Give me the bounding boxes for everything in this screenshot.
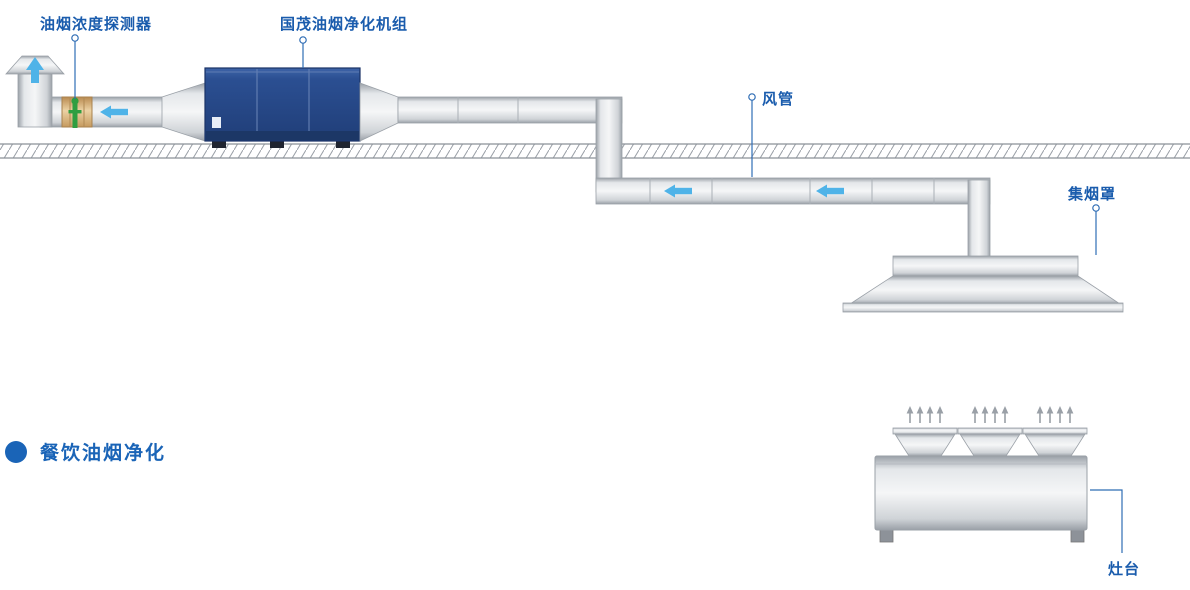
roof-line xyxy=(0,143,1190,159)
leader-detector-dot xyxy=(71,34,79,42)
purifier-inlet-flare xyxy=(161,82,206,142)
label-purifier: 国茂油烟净化机组 xyxy=(280,15,409,33)
hood xyxy=(842,255,1124,313)
leader-stove xyxy=(1090,489,1123,553)
label-duct: 风管 xyxy=(762,90,795,108)
leader-duct-dot xyxy=(748,93,756,101)
section-title: 餐饮油烟净化 xyxy=(5,438,166,465)
label-stove: 灶台 xyxy=(1108,560,1141,578)
purifier-unit xyxy=(204,67,361,148)
duct-upper xyxy=(397,96,623,124)
leader-lines xyxy=(71,34,1123,553)
page-title: 餐饮油烟净化 xyxy=(40,442,167,464)
bullet-icon xyxy=(5,440,27,463)
detector-device xyxy=(68,97,82,128)
purifier-logo xyxy=(212,117,221,128)
burner xyxy=(957,427,1023,457)
duct-drop xyxy=(595,98,623,193)
exhaust-up-arrow-icon xyxy=(26,57,44,83)
label-hood: 集烟罩 xyxy=(1068,185,1117,203)
purifier-outlet-flare xyxy=(359,82,399,142)
stove xyxy=(874,455,1088,543)
label-detector: 油烟浓度探测器 xyxy=(40,15,153,33)
steam-arrows-icon xyxy=(1035,405,1075,424)
duct-drop-right xyxy=(967,179,991,259)
burner xyxy=(892,427,958,457)
duct-lower xyxy=(595,177,991,205)
steam-arrows-icon xyxy=(970,405,1010,424)
leader-purifier-dot xyxy=(299,36,307,44)
leader-hood-dot xyxy=(1092,204,1100,212)
steam-arrows-icon xyxy=(905,405,945,424)
burner xyxy=(1022,427,1088,457)
